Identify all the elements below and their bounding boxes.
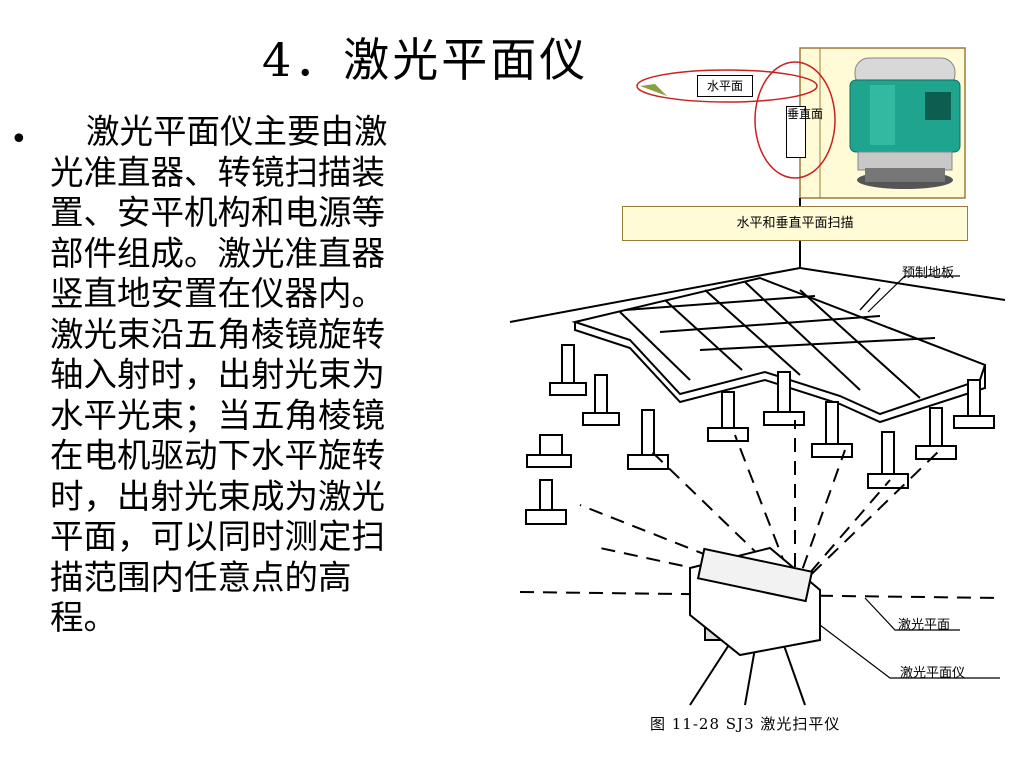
horizontal-plane-ellipse	[636, 69, 818, 103]
instrument-photo	[799, 47, 966, 199]
body-paragraph: 激光平面仪主要由激光准直器、转镜扫描装置、安平机构和电源等部件组成。激光准直器竖…	[50, 112, 388, 637]
figure-caption: 图 11-28 SJ3 激光扫平仪	[650, 715, 841, 733]
laser-instrument-drawing	[689, 546, 821, 706]
vertical-plane-label: 垂直面	[786, 106, 823, 158]
horizontal-plane-label: 水平面	[697, 75, 753, 97]
raised-floor	[509, 198, 1006, 424]
instrument-label: 激光平面仪	[900, 666, 966, 681]
laser-plane-illustration	[509, 47, 1006, 706]
vertical-plane-ellipse	[754, 61, 836, 179]
floor-pedestals	[525, 344, 995, 525]
page-title: 4．激光平面仪	[262, 33, 589, 87]
laser-plane-label: 激光平面	[898, 618, 951, 633]
scan-banner: 水平和垂直平面扫描	[622, 206, 968, 241]
floor-label: 预制地板	[902, 266, 955, 281]
bullet-marker: •	[10, 122, 28, 157]
